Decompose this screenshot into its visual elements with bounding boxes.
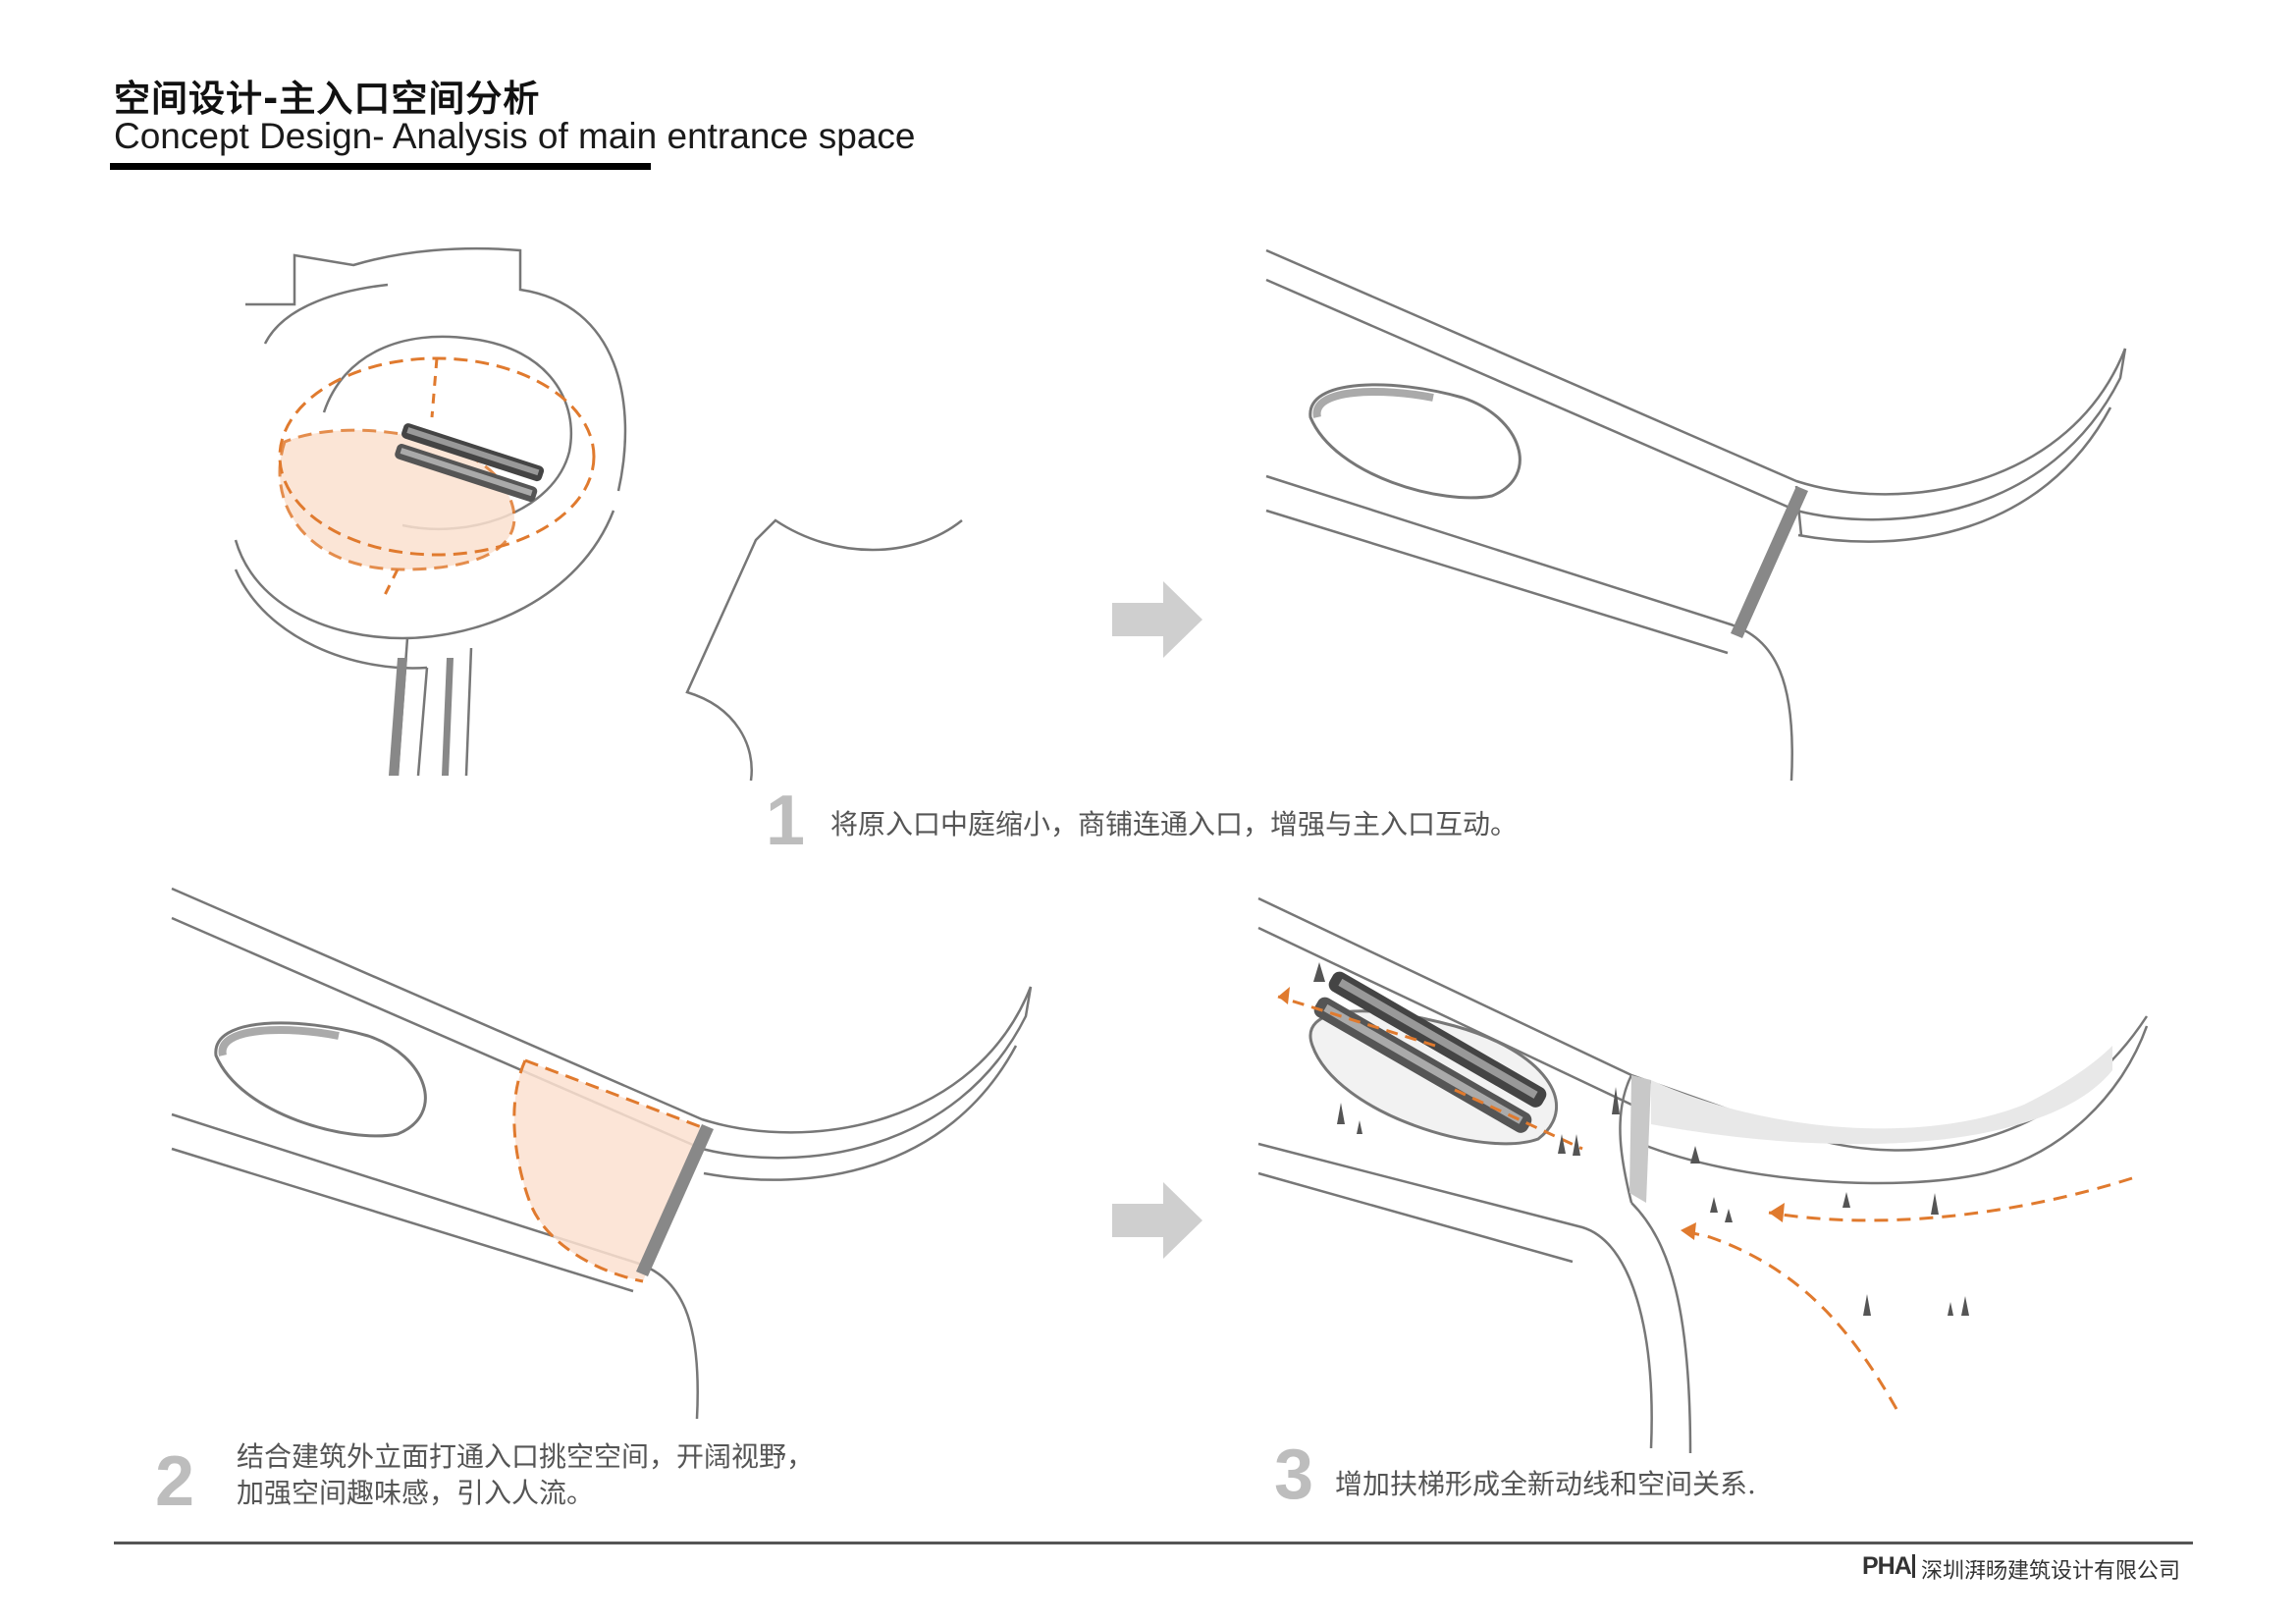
diagram-reduced-atrium bbox=[1265, 248, 2127, 782]
step-2-caption-line1: 结合建筑外立面打通入口挑空空间，开阔视野， bbox=[237, 1440, 815, 1473]
escalator-icon bbox=[395, 423, 545, 503]
people-icons bbox=[1313, 962, 1969, 1316]
step-3-caption: 增加扶梯形成全新动线和空间关系. bbox=[1335, 1468, 1756, 1500]
step-2-caption-line2: 加强空间趣味感，引入人流。 bbox=[237, 1477, 595, 1509]
footer-separator bbox=[1912, 1554, 1915, 1578]
company-logo: PHA bbox=[1862, 1552, 1912, 1580]
step-number-3: 3 bbox=[1274, 1435, 1314, 1514]
step-1-caption: 将原入口中庭缩小，商铺连通入口，增强与主入口互动。 bbox=[830, 808, 1519, 840]
company-name: 深圳湃旸建筑设计有限公司 bbox=[1921, 1559, 2181, 1584]
arrow-right-icon bbox=[1112, 581, 1202, 658]
step-number-1: 1 bbox=[766, 782, 806, 860]
arrow-right-icon bbox=[1112, 1182, 1202, 1259]
title-underline bbox=[110, 163, 651, 170]
diagram-opened-void bbox=[171, 887, 1033, 1420]
page-title-en: Concept Design- Analysis of main entranc… bbox=[114, 116, 916, 156]
footer-divider bbox=[114, 1542, 2193, 1544]
diagram-escalator-circulation bbox=[1257, 896, 2149, 1454]
page-title-cn: 空间设计-主入口空间分析 bbox=[114, 78, 541, 120]
diagram-original-atrium bbox=[234, 246, 963, 782]
step-number-2: 2 bbox=[155, 1442, 195, 1521]
